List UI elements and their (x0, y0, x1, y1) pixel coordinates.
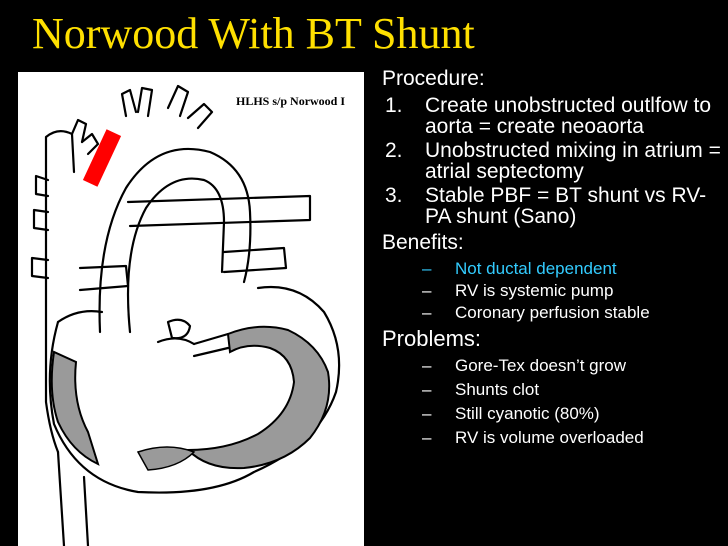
item-text: RV is volume overloaded (455, 428, 644, 447)
bullet-dash: – (422, 259, 432, 278)
item-text: Shunts clot (455, 380, 540, 399)
problem-item: – RV is volume overloaded (382, 426, 722, 450)
heart-diagram: HLHS s/p Norwood I (18, 72, 364, 546)
bullet-dash: – (422, 303, 432, 322)
item-text: Unobstructed mixing in atrium = atrial s… (425, 139, 721, 183)
slide-title: Norwood With BT Shunt (32, 9, 475, 58)
item-number: 2. (385, 139, 403, 162)
problem-item: – Still cyanotic (80%) (382, 402, 722, 426)
problem-item: – Gore-Tex doesn’t grow (382, 354, 722, 378)
problem-item: – Shunts clot (382, 378, 722, 402)
item-text: Not ductal dependent (455, 259, 617, 278)
procedure-item: 2. Unobstructed mixing in atrium = atria… (382, 139, 722, 183)
benefit-item: – Coronary perfusion stable (382, 302, 722, 324)
procedure-item: 3. Stable PBF = BT shunt vs RV-PA shunt … (382, 184, 722, 228)
problems-list: – Gore-Tex doesn’t grow – Shunts clot – … (382, 354, 722, 450)
item-text: Coronary perfusion stable (455, 303, 650, 322)
bullet-dash: – (422, 281, 432, 300)
bullet-dash: – (422, 380, 432, 399)
item-text: RV is systemic pump (455, 281, 614, 300)
benefits-list: – Not ductal dependent – RV is systemic … (382, 258, 722, 324)
bullet-dash: – (422, 428, 432, 447)
procedure-item: 1. Create unobstructed outlfow to aorta … (382, 94, 722, 138)
bullet-dash: – (422, 404, 432, 423)
bullet-dash: – (422, 356, 432, 375)
benefit-item: – RV is systemic pump (382, 280, 722, 302)
procedure-heading: Procedure: (382, 67, 485, 90)
item-text: Still cyanotic (80%) (455, 404, 600, 423)
item-text: Create unobstructed outlfow to aorta = c… (425, 94, 712, 138)
bt-shunt-marker (82, 129, 122, 187)
item-text: Stable PBF = BT shunt vs RV-PA shunt (Sa… (425, 184, 707, 228)
heart-illustration (30, 84, 341, 546)
figure-caption: HLHS s/p Norwood I (236, 94, 346, 108)
item-text: Gore-Tex doesn’t grow (455, 356, 627, 375)
benefits-heading: Benefits: (382, 231, 464, 254)
item-number: 1. (385, 94, 403, 117)
item-number: 3. (385, 184, 403, 207)
benefit-item: – Not ductal dependent (382, 258, 722, 280)
slide-content: Procedure: 1. Create unobstructed outlfo… (382, 66, 722, 452)
problems-heading: Problems: (382, 326, 482, 351)
